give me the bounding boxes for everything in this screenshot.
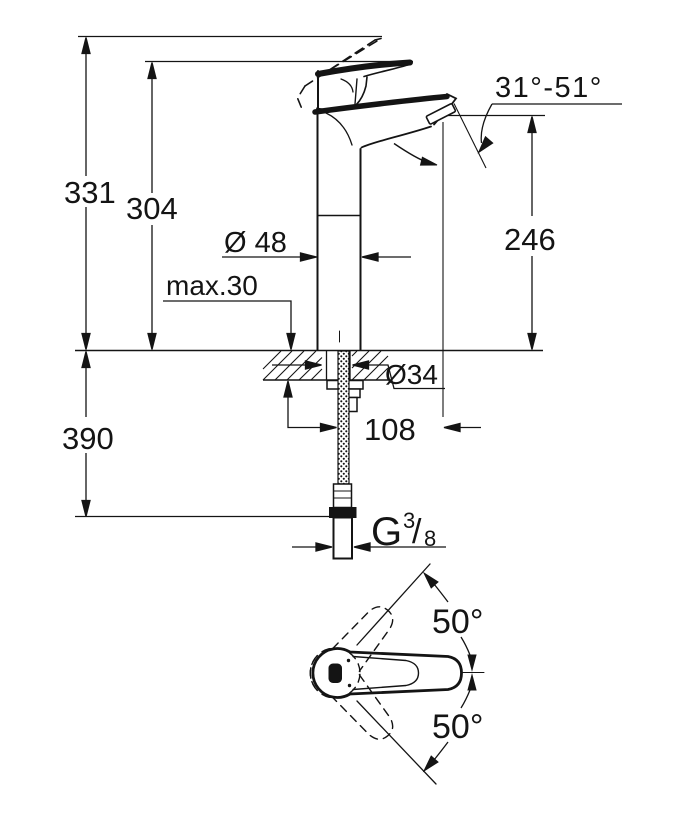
- dim-50-upper-label: 50°: [432, 603, 483, 641]
- arrowhead-right: [304, 360, 322, 370]
- thread-slash: /: [412, 513, 422, 551]
- dim-246-label: 246: [504, 222, 556, 257]
- lever-blade-underside: [363, 63, 412, 78]
- dim-d48-label: Ø 48: [224, 227, 287, 259]
- dim-spout-height: [448, 114, 545, 350]
- arrowhead-right: [315, 542, 333, 552]
- lever-top-view: [309, 563, 485, 785]
- arrowhead-down: [147, 332, 157, 350]
- dim-spout-angle: [453, 103, 622, 169]
- lever-dashed-lower: [309, 647, 394, 740]
- arrowhead-down: [286, 332, 296, 350]
- dim-swivel-upper: [422, 571, 477, 672]
- mounting-hole-walls: [325, 351, 351, 380]
- connection-hose: [332, 516, 353, 560]
- threaded-rod: [337, 350, 350, 485]
- dim-angle-label: 31°-51°: [495, 72, 603, 104]
- under-deck-assembly: [326, 350, 364, 560]
- lever-dot-bottom: [347, 683, 352, 688]
- arrowhead: [477, 135, 494, 154]
- dim-body-diameter: [222, 252, 411, 262]
- dim-deck-thickness: [163, 300, 337, 433]
- lever-blade: [315, 59, 413, 77]
- dim-swivel-lower: [422, 673, 477, 773]
- arrowhead-on-centerline: [467, 654, 477, 672]
- faucet-front-view: [296, 37, 458, 351]
- arrowhead-down: [527, 332, 537, 350]
- arrowhead-left: [361, 252, 379, 262]
- deck-section: [75, 349, 543, 381]
- arrowhead-up: [81, 351, 91, 369]
- thread-letter: G: [371, 510, 402, 554]
- angle-line-lower: [356, 700, 437, 785]
- dim-331-label: 331: [64, 175, 116, 210]
- dim-spout-projection: [442, 122, 481, 433]
- arrowhead-left: [443, 422, 461, 433]
- spout-underside: [360, 125, 432, 149]
- dim-max30-label: max.30: [166, 270, 258, 301]
- lever-raised-dashed: [296, 37, 382, 113]
- dim-hole-diameter: [272, 360, 445, 390]
- lever-dot-top: [346, 658, 351, 663]
- arrowhead-up: [283, 380, 293, 398]
- arrowhead-up: [147, 62, 157, 80]
- dim-390-label: 390: [62, 421, 114, 456]
- dim-50-lower-label: 50°: [432, 708, 483, 746]
- dim-304-label: 304: [126, 191, 178, 226]
- aerator: [425, 103, 457, 125]
- lever-inner-face: [352, 655, 420, 691]
- dim-d34-label: Ø34: [385, 359, 438, 390]
- dim-108-label: 108: [364, 412, 416, 447]
- arrowhead-right: [299, 252, 317, 262]
- lever-neck-left: [354, 78, 358, 105]
- angle-reference-line: [453, 103, 487, 169]
- rod-lower-ticks: [333, 490, 352, 499]
- arrowhead-down: [81, 499, 91, 517]
- dim-below-deck: [75, 351, 333, 518]
- arrowhead: [419, 156, 438, 166]
- arrowhead-up: [81, 37, 91, 55]
- dim-overall-height: [78, 35, 382, 350]
- arrowhead-left: [353, 542, 371, 552]
- arrowhead-left: [352, 360, 370, 370]
- spout-swivel-arrow: [393, 142, 438, 166]
- thread-denominator: 8: [424, 526, 436, 551]
- rod-lower-section: [332, 483, 353, 509]
- thread-numerator: 3: [403, 508, 415, 533]
- arrowhead-down: [81, 332, 91, 350]
- arrowhead-on-centerline: [467, 673, 477, 691]
- arrowhead-up: [527, 116, 537, 134]
- angle-line-upper: [356, 563, 431, 646]
- spout-top-edge: [312, 93, 450, 115]
- lever-logo-mark: [328, 663, 342, 683]
- leader-curve: [480, 103, 493, 144]
- arrowhead-on-line: [422, 755, 439, 773]
- cartridge-curve: [340, 78, 354, 93]
- dim-lever-height: [145, 60, 413, 350]
- arrowhead-right: [319, 422, 337, 433]
- arrowhead-on-line: [422, 571, 439, 589]
- body-curve: [325, 112, 353, 146]
- dim-thread: [292, 542, 446, 552]
- hose-nut: [329, 507, 357, 518]
- lever-neck: [355, 76, 368, 106]
